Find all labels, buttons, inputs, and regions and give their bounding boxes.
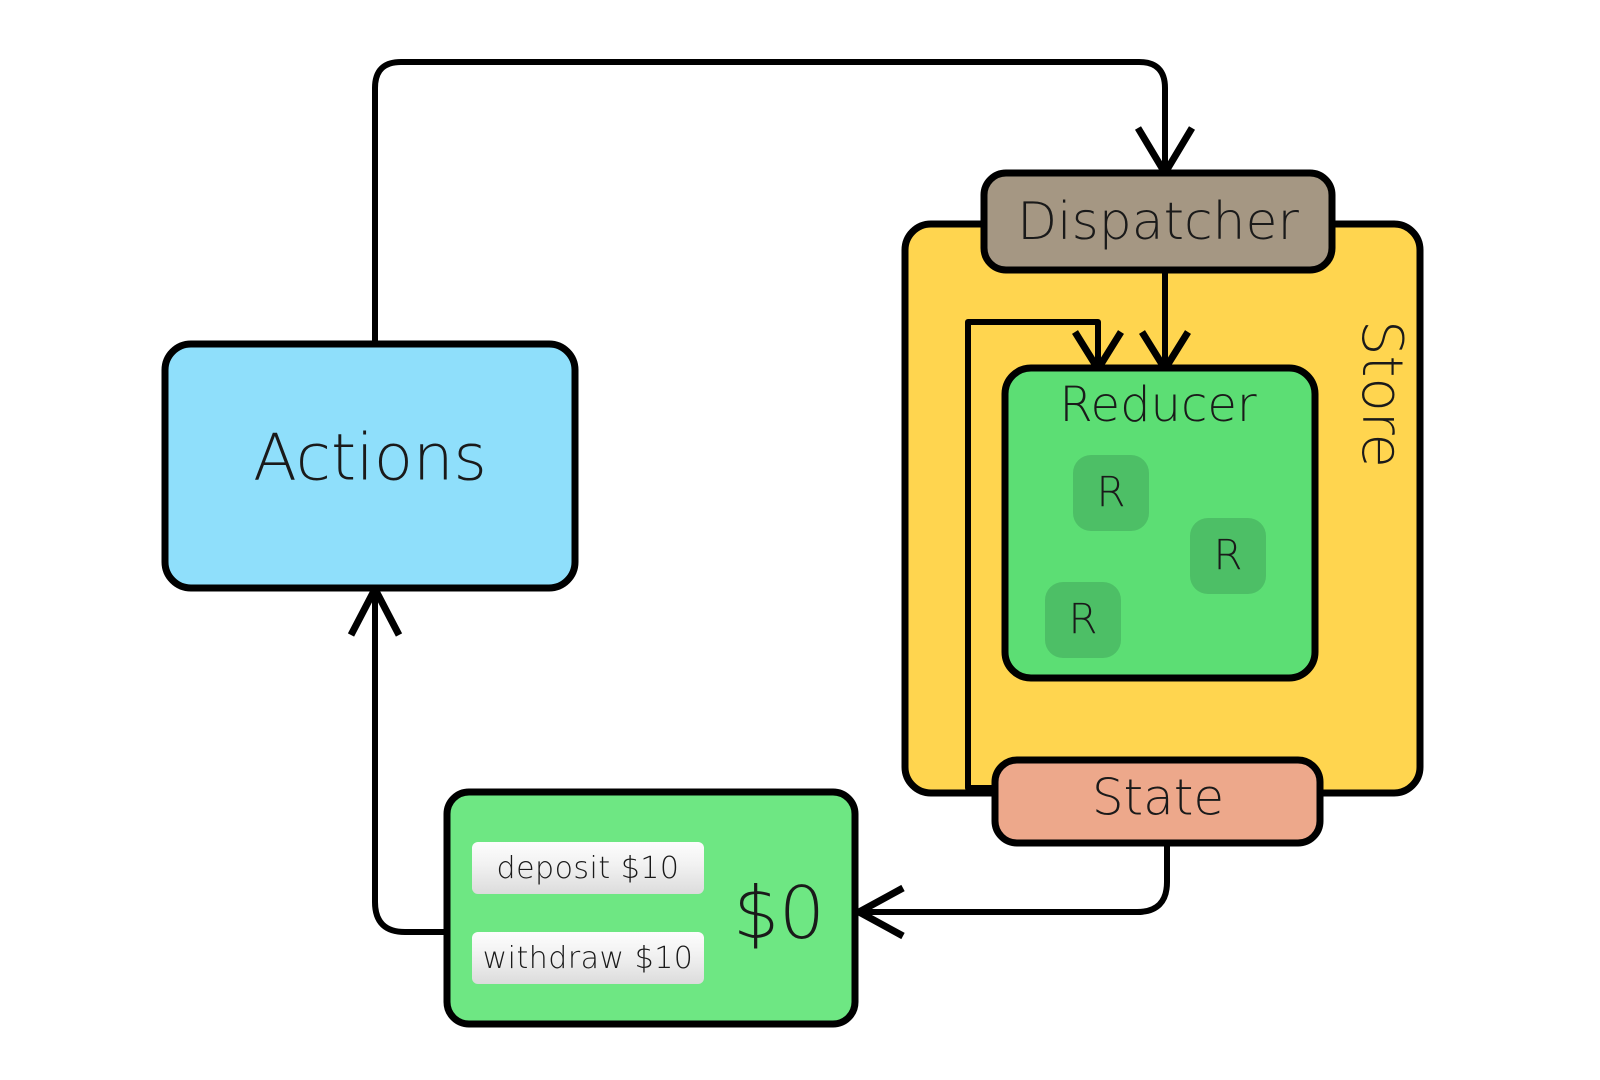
state-label: State xyxy=(1092,769,1224,827)
edge-ui-to-actions xyxy=(347,581,447,935)
edge-state-to-ui xyxy=(851,843,1170,940)
reducer-sub-node-1: R xyxy=(1073,455,1149,531)
withdraw-button[interactable]: withdraw $10 xyxy=(472,932,704,984)
deposit-button[interactable]: deposit $10 xyxy=(472,842,704,894)
balance-value: $0 xyxy=(733,871,825,955)
reducer-label: Reducer xyxy=(1059,377,1257,433)
balance-display: $0 xyxy=(719,870,839,956)
reducer-sub-node-3: R xyxy=(1045,582,1121,658)
state-node: State xyxy=(991,756,1324,847)
ui-panel-overlay: deposit $10 withdraw $10 $0 xyxy=(447,792,855,1024)
store-label: Store xyxy=(1349,320,1414,468)
dispatcher-node: Dispatcher xyxy=(980,169,1336,274)
dispatcher-label: Dispatcher xyxy=(1017,192,1299,252)
reducer-sub-node-2: R xyxy=(1190,518,1266,594)
reducer-sub-label: R xyxy=(1068,595,1097,644)
withdraw-button-label: withdraw $10 xyxy=(482,940,694,976)
deposit-button-label: deposit $10 xyxy=(496,850,680,886)
actions-node: Actions xyxy=(161,340,579,592)
reducer-node: Reducer R R R xyxy=(1001,364,1319,682)
reducer-sub-label: R xyxy=(1213,531,1242,580)
actions-label: Actions xyxy=(253,422,487,496)
reducer-sub-label: R xyxy=(1096,468,1125,517)
